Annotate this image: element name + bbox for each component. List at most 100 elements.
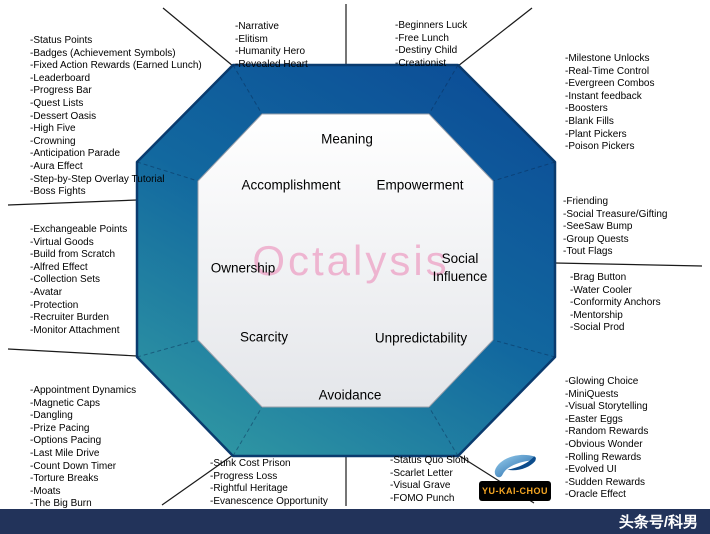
- technique-list-social-influence-lower: -Brag Button-Water Cooler-Conformity Anc…: [570, 272, 661, 335]
- technique-item: -Rolling Rewards: [565, 451, 642, 463]
- technique-item: -MiniQuests: [565, 388, 619, 400]
- technique-item: -Torture Breaks: [30, 473, 99, 485]
- technique-item: -Water Cooler: [570, 284, 632, 296]
- drive-social-influence: Social Influence: [433, 250, 488, 286]
- technique-item: -Virtual Goods: [30, 236, 94, 248]
- technique-item: -Anticipation Parade: [30, 148, 121, 160]
- footer-watermark-text: 头条号/科男: [618, 514, 698, 531]
- technique-item: -Progress Bar: [30, 85, 92, 97]
- technique-item: -Group Quests: [563, 233, 629, 245]
- technique-list-empowerment: -Milestone Unlocks-Real-Time Control-Eve…: [565, 53, 654, 154]
- technique-item: -Evolved UI: [565, 464, 617, 476]
- drive-empowerment: Empowerment: [376, 177, 464, 193]
- technique-item: -Random Rewards: [565, 426, 649, 438]
- technique-item: -Evergreen Combos: [565, 78, 655, 90]
- technique-item: -Alfred Effect: [30, 261, 88, 273]
- drive-scarcity: Scarcity: [239, 329, 289, 345]
- technique-item: -Rightful Heritage: [210, 483, 288, 495]
- technique-item: -Friending: [563, 196, 609, 207]
- technique-item: -Aura Effect: [30, 160, 83, 172]
- technique-item: -Count Down Timer: [30, 460, 117, 472]
- drive-social-line1: Social: [441, 251, 479, 266]
- technique-list-accomplishment: -Status Points-Badges (Achievement Symbo…: [30, 35, 202, 199]
- technique-item: -Scarlet Letter: [390, 467, 453, 479]
- technique-list-scarcity: -Appointment Dynamics-Magnetic Caps-Dang…: [30, 385, 136, 511]
- technique-item: -Free Lunch: [395, 32, 449, 44]
- technique-item: -Options Pacing: [30, 435, 102, 447]
- octagon-depth-lines: [136, 64, 556, 457]
- technique-item: -Protection: [30, 299, 79, 311]
- technique-item: -Status Points: [30, 35, 93, 46]
- technique-item: -Real-Time Control: [565, 65, 650, 77]
- technique-list-avoidance-right: -Status Quo Sloth-Scarlet Letter-Visual …: [390, 455, 469, 505]
- technique-item: -Quest Lists: [30, 97, 84, 109]
- technique-item: -FOMO Punch: [390, 492, 455, 504]
- technique-item: -Blank Fills: [565, 115, 614, 127]
- footer-bar: 头条号/科男: [0, 509, 710, 534]
- drive-unpredictability: Unpredictability: [374, 330, 468, 346]
- technique-item: -Creationist: [395, 57, 447, 69]
- technique-list-unpredictability: -Glowing Choice-MiniQuests-Visual Storyt…: [565, 376, 648, 502]
- technique-item: -Sudden Rewards: [565, 476, 646, 488]
- octalysis-watermark: Octalysis: [252, 237, 450, 284]
- inner-octagon: [197, 113, 494, 408]
- technique-item: -Moats: [30, 485, 61, 497]
- technique-item: -Prize Pacing: [30, 422, 90, 434]
- technique-item: -Brag Button: [570, 272, 627, 283]
- drive-accomplishment: Accomplishment: [241, 177, 341, 193]
- radiating-lines: [7, 4, 703, 506]
- technique-item: -Instant feedback: [565, 90, 642, 102]
- technique-item: -Plant Pickers: [565, 128, 627, 140]
- technique-item: -Oracle Effect: [565, 489, 626, 501]
- technique-item: -Magnetic Caps: [30, 397, 101, 409]
- technique-item: -The Big Burn: [30, 498, 92, 510]
- technique-item: -Evanescence Opportunity: [210, 495, 328, 507]
- technique-item: -Recruiter Burden: [30, 312, 109, 324]
- technique-item: -Easter Eggs: [565, 413, 623, 425]
- technique-item: -Badges (Achievement Symbols): [30, 47, 176, 59]
- technique-item: -Social Prod: [570, 322, 625, 334]
- technique-item: -Progress Loss: [210, 470, 278, 482]
- technique-item: -Avatar: [30, 286, 63, 298]
- technique-item: -Tout Flags: [563, 246, 613, 258]
- technique-list-social-influence-upper: -Friending-Social Treasure/Gifting-SeeSa…: [563, 196, 668, 259]
- technique-item: -Last Mile Drive: [30, 447, 100, 459]
- yukaichou-logo-text: YU-KAI-CHOU: [479, 481, 551, 501]
- drive-meaning: Meaning: [321, 131, 373, 147]
- technique-item: -Destiny Child: [395, 45, 458, 57]
- technique-item: -Crowning: [30, 135, 76, 147]
- drive-avoidance: Avoidance: [318, 387, 382, 403]
- technique-item: -Revealed Heart: [235, 58, 308, 70]
- technique-item: -Visual Grave: [390, 480, 451, 492]
- technique-list-ownership: -Exchangeable Points-Virtual Goods-Build…: [30, 224, 127, 337]
- technique-item: -Milestone Unlocks: [565, 53, 650, 64]
- technique-item: -Beginners Luck: [395, 20, 468, 31]
- technique-item: -Build from Scratch: [30, 249, 116, 261]
- yukaichou-swoosh-icon: [494, 454, 536, 478]
- technique-item: -Boss Fights: [30, 186, 86, 198]
- technique-item: -Step-by-Step Overlay Tutorial: [30, 173, 165, 185]
- technique-item: -Poison Pickers: [565, 141, 635, 153]
- drive-ownership: Ownership: [210, 260, 276, 276]
- technique-item: -Sunk Cost Prison: [210, 458, 291, 469]
- technique-item: -Humanity Hero: [235, 46, 306, 58]
- technique-item: -Obvious Wonder: [565, 438, 643, 450]
- technique-item: -High Five: [30, 123, 76, 135]
- technique-list-avoidance-left: -Sunk Cost Prison-Progress Loss-Rightful…: [210, 458, 328, 508]
- technique-list-meaning-right: -Beginners Luck-Free Lunch-Destiny Child…: [395, 20, 467, 70]
- technique-item: -Exchangeable Points: [30, 224, 128, 235]
- technique-item: -Dessert Oasis: [30, 110, 97, 122]
- technique-item: -Glowing Choice: [565, 376, 639, 387]
- technique-item: -Elitism: [235, 33, 268, 45]
- yukaichou-logo: YU-KAI-CHOU: [479, 450, 551, 501]
- technique-list-meaning-left: -Narrative-Elitism-Humanity Hero-Reveale…: [235, 21, 308, 71]
- technique-item: -Narrative: [235, 21, 279, 32]
- technique-item: -Leaderboard: [30, 72, 91, 84]
- technique-item: -Boosters: [565, 103, 608, 115]
- drive-social-line2: Influence: [432, 269, 488, 284]
- technique-item: -Appointment Dynamics: [30, 385, 137, 396]
- technique-item: -Conformity Anchors: [570, 297, 661, 309]
- technique-item: -Fixed Action Rewards (Earned Lunch): [30, 60, 202, 72]
